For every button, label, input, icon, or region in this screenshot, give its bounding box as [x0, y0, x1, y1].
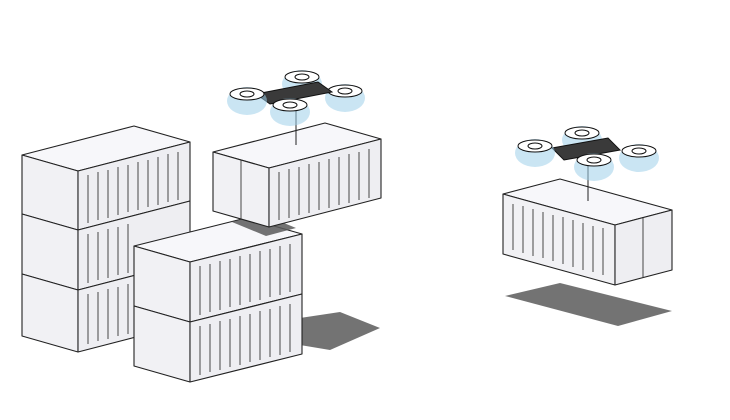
ground-shadow-right	[505, 283, 672, 326]
back-stack-ribs	[87, 152, 179, 344]
drone-right	[515, 126, 659, 181]
stacked-containers	[21, 125, 380, 383]
front-stack	[133, 217, 303, 383]
propeller-left-left	[227, 87, 267, 115]
lifted-container-ribs	[278, 149, 370, 220]
drone-left	[227, 70, 365, 126]
propeller-right-right	[619, 144, 659, 172]
floating-container-ribs	[512, 204, 604, 275]
drone-right-body	[550, 137, 622, 161]
ground-shadow-left	[300, 312, 380, 350]
lifted-container-left	[212, 108, 382, 228]
propeller-right-left	[515, 139, 555, 167]
floating-container-right	[502, 164, 673, 326]
front-stack-ribs	[199, 244, 291, 375]
propeller-left-right	[325, 84, 365, 112]
propeller-left-front	[270, 98, 310, 126]
propeller-right-front	[574, 153, 614, 181]
